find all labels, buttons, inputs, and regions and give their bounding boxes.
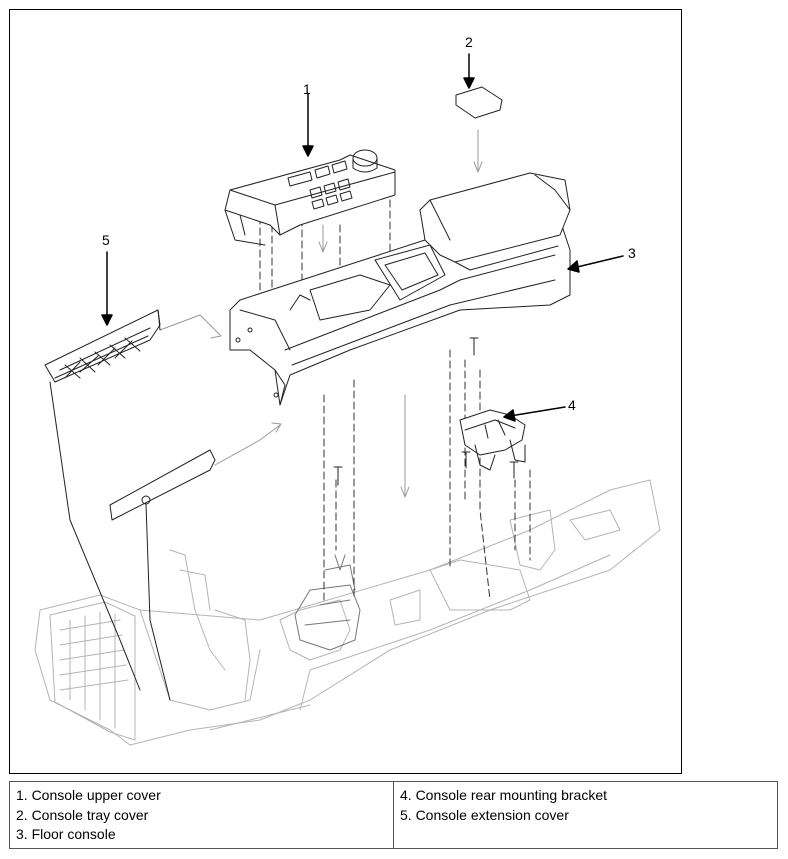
legend-column-right: 4. Console rear mounting bracket 5. Cons… xyxy=(393,782,777,848)
callout-1: 1 xyxy=(303,81,311,97)
legend-item: 5. Console extension cover xyxy=(400,806,569,823)
parts-legend: 1. Console upper cover 2. Console tray c… xyxy=(9,781,778,849)
callout-3: 3 xyxy=(628,245,636,261)
callout-leaders xyxy=(101,53,624,422)
diagram-frame: 1 2 3 4 5 xyxy=(9,9,682,774)
callout-4: 4 xyxy=(568,397,576,413)
floor-base xyxy=(34,479,661,746)
assembly-arrows xyxy=(159,129,483,498)
callout-2: 2 xyxy=(465,34,473,50)
legend-item: 1. Console upper cover xyxy=(16,787,161,803)
legend-item: 4. Console rear mounting bracket xyxy=(400,787,607,803)
callout-5: 5 xyxy=(102,232,110,248)
bolts xyxy=(333,337,519,486)
shift-lever-assembly xyxy=(294,554,361,651)
floor-console xyxy=(229,172,571,406)
legend-item: 3. Floor console xyxy=(16,826,116,842)
console-upper-cover xyxy=(224,149,396,246)
console-extension-cover xyxy=(44,309,161,383)
exploded-diagram xyxy=(34,53,661,746)
rear-mounting-bracket xyxy=(459,409,526,471)
extension-cover-lower xyxy=(49,381,216,701)
legend-item: 2. Console tray cover xyxy=(16,806,149,823)
legend-column-left: 1. Console upper cover 2. Console tray c… xyxy=(10,782,393,848)
console-tray-cover xyxy=(455,86,503,119)
